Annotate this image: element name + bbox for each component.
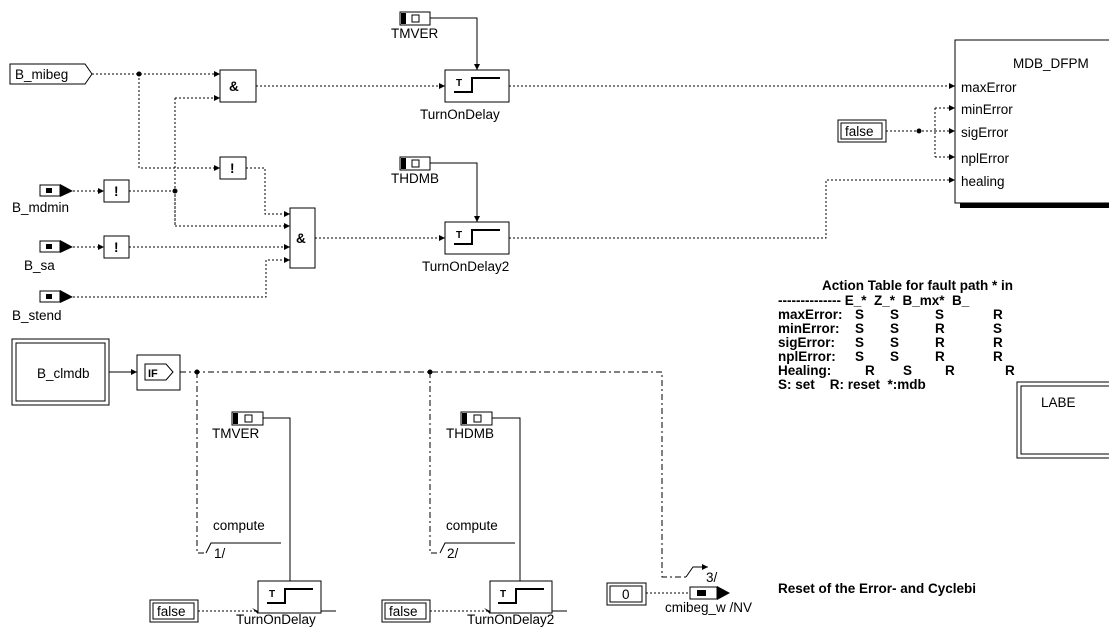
action-table-title: Action Table for fault path * in bbox=[822, 278, 1013, 293]
input-b-sa: B_sa bbox=[24, 240, 73, 273]
param-tmver-bottom: TMVER bbox=[212, 411, 264, 441]
mdb-dfpm-title: MDB_DFPM bbox=[1013, 56, 1089, 71]
row-npl-error-v3: R bbox=[935, 349, 945, 364]
output-cmibeg-w: cmibeg_w /NV bbox=[665, 586, 752, 615]
and-gate-top: & bbox=[219, 69, 257, 103]
zero-const: 0 bbox=[606, 582, 647, 606]
row-max-error-v1: S bbox=[855, 307, 864, 322]
zero-const-label: 0 bbox=[622, 587, 630, 602]
row-healing-v2: S bbox=[903, 363, 912, 378]
row-max-error-v4: R bbox=[993, 307, 1003, 322]
compute-2-label: compute bbox=[446, 518, 498, 533]
row-min-error-name: minError: bbox=[778, 321, 840, 336]
if-block-label: IF bbox=[148, 368, 158, 380]
false-const-top-label: false bbox=[845, 124, 874, 139]
turn-on-delay-block: T TurnOnDelay bbox=[420, 69, 510, 122]
svg-text:T: T bbox=[456, 230, 462, 241]
turn-on-delay-label: TurnOnDelay bbox=[420, 107, 500, 122]
row-min-error-v2: S bbox=[890, 321, 899, 336]
row-max-error-v3: S bbox=[935, 307, 944, 322]
svg-text:T: T bbox=[456, 78, 462, 89]
not-gate-mdmin: ! bbox=[103, 179, 130, 203]
row-healing-v1: R bbox=[865, 363, 875, 378]
false-const-b1-label: false bbox=[157, 604, 186, 619]
not-gate-sa: ! bbox=[103, 235, 130, 259]
turn-on-delay2-b-caption: TurnOnDelay2 bbox=[467, 612, 554, 627]
label-box-text: LABE bbox=[1041, 395, 1076, 410]
wires bbox=[73, 17, 955, 612]
false-const-b2-label: false bbox=[389, 604, 418, 619]
turn-on-delay2-b-block: T bbox=[489, 580, 553, 614]
compute-2-num: 2/ bbox=[447, 546, 459, 561]
turn-on-delay-b-block: T bbox=[257, 580, 322, 614]
row-npl-error-name: nplError: bbox=[778, 349, 836, 364]
reset-note: Reset of the Error- and Cyclebi bbox=[778, 581, 976, 596]
input-b-mdmin: B_mdmin bbox=[12, 184, 73, 215]
row-sig-error-name: sigError: bbox=[778, 335, 835, 350]
false-const-top: false bbox=[837, 119, 887, 143]
param-thdmb-bottom-label: THDMB bbox=[446, 426, 494, 441]
port-healing: healing bbox=[961, 174, 1005, 189]
svg-text:T: T bbox=[269, 589, 275, 600]
param-tmver-top: TMVER bbox=[391, 11, 439, 41]
param-tmver-bottom-label: TMVER bbox=[212, 426, 260, 441]
false-const-b1: false bbox=[149, 599, 199, 623]
row-sig-error-v3: R bbox=[935, 335, 945, 350]
turn-on-delay2-label: TurnOnDelay2 bbox=[422, 259, 509, 274]
row-healing-v4: R bbox=[1005, 363, 1015, 378]
action-table-legend: S: set R: reset *:mdb bbox=[778, 377, 926, 392]
row-min-error-v3: R bbox=[935, 321, 945, 336]
input-b-stend-label: B_stend bbox=[12, 308, 62, 323]
input-b-mibeg: B_mibeg bbox=[9, 63, 93, 85]
input-b-mdmin-label: B_mdmin bbox=[12, 200, 69, 215]
and-gate-big: & bbox=[289, 207, 316, 269]
compute-1-label: compute bbox=[213, 518, 265, 533]
mdb-dfpm-block: MDB_DFPM maxError minError sigError nplE… bbox=[954, 39, 1109, 208]
param-thdmb-top-label: THDMB bbox=[391, 171, 439, 186]
not-gate-top: ! bbox=[219, 156, 247, 180]
param-thdmb-top: THDMB bbox=[391, 156, 439, 186]
input-b-stend: B_stend bbox=[12, 290, 73, 323]
port-sig-error: sigError bbox=[961, 125, 1009, 140]
row-npl-error-v4: R bbox=[993, 349, 1003, 364]
compute-1-num: 1/ bbox=[214, 546, 226, 561]
row-sig-error-v2: S bbox=[890, 335, 899, 350]
row-npl-error-v2: S bbox=[890, 349, 899, 364]
row-healing-name: Healing: bbox=[778, 363, 831, 378]
port-npl-error: nplError bbox=[961, 151, 1010, 166]
not-gate-sa-label: ! bbox=[114, 240, 119, 255]
row-healing-v3: R bbox=[945, 363, 955, 378]
row-sig-error-v4: R bbox=[993, 335, 1003, 350]
param-thdmb-bottom: THDMB bbox=[446, 411, 494, 441]
input-b-sa-label: B_sa bbox=[24, 258, 55, 273]
action-table: Action Table for fault path * in -------… bbox=[778, 278, 1109, 459]
row-max-error-v2: S bbox=[890, 307, 899, 322]
input-b-clmdb: B_clmdb bbox=[11, 338, 110, 406]
turn-on-delay-b-caption: TurnOnDelay bbox=[236, 612, 316, 627]
svg-text:T: T bbox=[500, 589, 506, 600]
turn-on-delay2-block: T TurnOnDelay2 bbox=[422, 221, 510, 274]
row-npl-error-v1: S bbox=[855, 349, 864, 364]
port-min-error: minError bbox=[961, 102, 1013, 117]
row-max-error-name: maxError: bbox=[778, 307, 843, 322]
if-block: IF bbox=[136, 354, 181, 391]
not-gate-top-label: ! bbox=[230, 161, 235, 176]
action-table-header: -------------- E_* Z_* B_mx* B_ bbox=[778, 293, 970, 308]
input-b-clmdb-label: B_clmdb bbox=[37, 366, 90, 381]
input-b-mibeg-label: B_mibeg bbox=[15, 67, 68, 82]
compute-3-num: 3/ bbox=[706, 570, 718, 585]
and-gate-big-label: & bbox=[296, 231, 306, 246]
row-min-error-v1: S bbox=[855, 321, 864, 336]
not-gate-mdmin-label: ! bbox=[114, 184, 119, 199]
row-min-error-v4: S bbox=[993, 321, 1002, 336]
junctions bbox=[136, 71, 922, 375]
false-const-b2: false bbox=[381, 599, 431, 623]
and-gate-top-label: & bbox=[229, 79, 239, 94]
row-sig-error-v1: S bbox=[855, 335, 864, 350]
port-max-error: maxError bbox=[961, 80, 1017, 95]
param-tmver-top-label: TMVER bbox=[391, 26, 439, 41]
output-cmibeg-w-label: cmibeg_w /NV bbox=[665, 600, 752, 615]
